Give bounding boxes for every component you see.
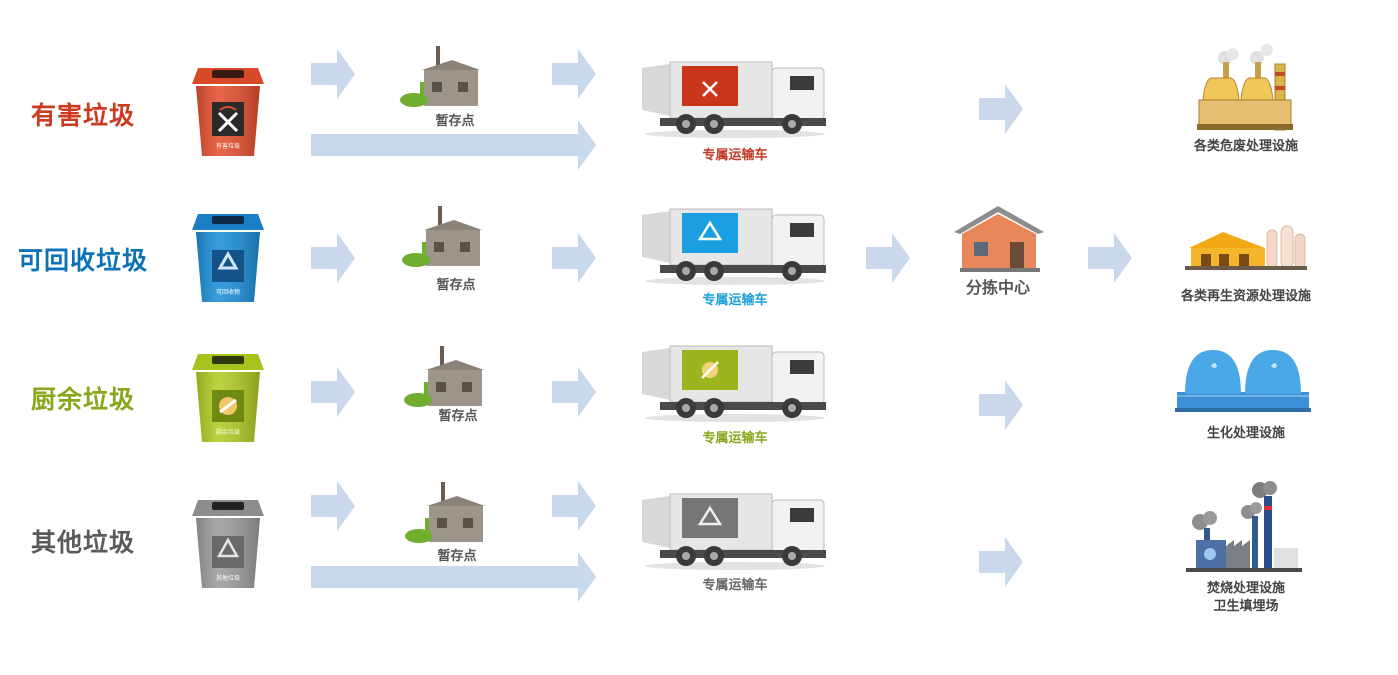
sorting-center-label: 分拣中心 (965, 278, 1031, 297)
storage-house-icon-kitchen (404, 346, 484, 407)
truck-label-hazardous: 专属运输车 (702, 148, 768, 163)
truck-icon-hazardous (642, 61, 826, 138)
arrow-truck-to-facility-hazardous (979, 84, 1023, 134)
storage-house-icon-other (405, 482, 485, 543)
arrow-truck-to-facility-kitchen (979, 380, 1023, 430)
recyclable-facility-label: 各类再生资源处理设施 (1180, 289, 1312, 304)
recyclable-bin-icon: 可回收物 (192, 214, 264, 302)
kitchen-bin-icon: 厨余垃圾 (192, 354, 264, 442)
other-bin-icon: 其他垃圾 (192, 500, 264, 588)
storage-label-hazardous: 暂存点 (435, 114, 475, 129)
recyclable-facility-plant-icon (1185, 225, 1307, 270)
category-label-hazardous: 有害垃圾 (30, 101, 136, 130)
truck-label-other: 专属运输车 (702, 578, 768, 593)
category-label-recyclable: 可回收垃圾 (17, 246, 149, 275)
hazardous-bin-icon: 有害垃圾 (192, 68, 264, 156)
other-bin-text: 其他垃圾 (216, 574, 240, 582)
hazardous-facility-factory-icon (1197, 44, 1293, 131)
truck-icon-kitchen (642, 345, 826, 422)
storage-label-kitchen: 暂存点 (438, 409, 478, 424)
arrow-storage-to-truck-kitchen (552, 367, 596, 417)
incineration-facility-label-line1: 焚烧处理设施 (1206, 581, 1286, 596)
truck-icon-other (642, 493, 826, 570)
truck-label-recyclable: 专属运输车 (702, 293, 768, 308)
arrow-bin-to-truck-direct-other (311, 552, 596, 602)
arrow-bin-to-storage-hazardous (311, 49, 355, 99)
incineration-facility-plant-icon (1186, 481, 1302, 572)
recyclable-bin-text: 可回收物 (216, 288, 240, 296)
arrow-center-to-facility-recyclable (1088, 233, 1132, 283)
hazardous-facility-label: 各类危废处理设施 (1193, 139, 1299, 154)
storage-label-recyclable: 暂存点 (436, 278, 476, 293)
arrow-bin-to-truck-direct-hazardous (311, 120, 596, 170)
category-label-kitchen: 厨余垃圾 (30, 385, 136, 414)
biochem-facility-tank-icon (1175, 350, 1311, 412)
biochem-facility-label: 生化处理设施 (1206, 426, 1286, 441)
landfill-facility-label-line2: 卫生填埋场 (1213, 599, 1279, 614)
arrow-truck-to-facility-other (979, 537, 1023, 587)
kitchen-bin-text: 厨余垃圾 (216, 428, 240, 436)
truck-label-kitchen: 专属运输车 (702, 431, 768, 446)
hazardous-bin-text: 有害垃圾 (216, 142, 240, 150)
incineration-facility-label: 焚烧处理设施 卫生填埋场 (1207, 580, 1285, 616)
arrow-bin-to-storage-other (311, 481, 355, 531)
category-label-other: 其他垃圾 (30, 528, 136, 557)
arrow-truck-to-center-recyclable (866, 233, 910, 283)
arrow-bin-to-storage-kitchen (311, 367, 355, 417)
sorting-center-house-icon (954, 206, 1044, 272)
arrow-storage-to-truck-recyclable (552, 233, 596, 283)
arrow-storage-to-truck-other (552, 481, 596, 531)
arrow-storage-to-truck-hazardous (552, 49, 596, 99)
storage-house-icon-hazardous (400, 46, 480, 107)
arrow-bin-to-storage-recyclable (311, 233, 355, 283)
storage-label-other: 暂存点 (437, 549, 477, 564)
storage-house-icon-recyclable (402, 206, 482, 267)
truck-icon-recyclable (642, 208, 826, 285)
